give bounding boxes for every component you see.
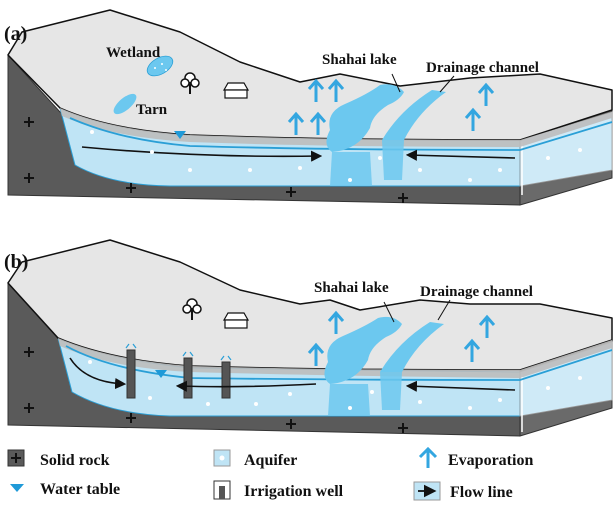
house-icon-b <box>222 312 250 329</box>
legend-evaporation-label: Evaporation <box>448 452 533 469</box>
shahai-lake-label: Shahai lake <box>322 52 397 68</box>
shahai-lake-shape <box>326 84 404 152</box>
tarn-shape <box>113 93 137 115</box>
flow-line-right-b <box>405 380 516 392</box>
water-table-line <box>69 117 613 151</box>
water-table-marker <box>174 131 186 139</box>
house-icon <box>222 82 250 99</box>
shahai-lake-label-b: Shahai lake <box>314 280 389 296</box>
legend-aquifer: Aquifer <box>213 449 297 469</box>
soil-band-b <box>58 338 612 378</box>
lake-leader-line <box>391 73 401 93</box>
flow-line-left-b <box>69 357 127 390</box>
legend-flow-line-label: Flow line <box>450 484 513 501</box>
triangle-down-icon <box>10 484 24 492</box>
tree-icon <box>180 72 200 94</box>
evaporation-arrows-b <box>307 310 496 366</box>
evaporation-arrows <box>287 78 495 135</box>
flow-line-left <box>81 146 323 162</box>
drainage-channel-shape-b <box>380 322 444 372</box>
legend-water-table-label: Water table <box>40 481 120 498</box>
legend-aquifer-label: Aquifer <box>244 452 297 469</box>
drainage-channel-shape <box>382 90 446 140</box>
rock-plus-signs <box>24 117 408 203</box>
legend-solid-rock-label: Solid rock <box>40 452 110 469</box>
legend-irrigation-well-label: Irrigation well <box>244 483 344 500</box>
flow-line-middle-b <box>175 380 317 392</box>
legend-irrigation-well: Irrigation well <box>213 480 344 500</box>
irrigation-well-3 <box>221 361 231 399</box>
aquifer-side <box>519 111 613 187</box>
legend-water-table: Water table <box>10 481 120 498</box>
tarn-label: Tarn <box>136 102 168 118</box>
tree-icon-b <box>182 298 202 320</box>
up-arrow-icon <box>418 446 438 468</box>
drainage-channel-label-b: Drainage channel <box>420 284 533 300</box>
drainage-channel-label: Drainage channel <box>426 60 539 76</box>
water-table-marker-b <box>155 370 167 378</box>
irrigation-well-1 <box>126 349 136 399</box>
rock-plus-signs-b <box>24 347 408 433</box>
flow-line-right <box>405 149 516 161</box>
wetland-shape <box>146 55 174 77</box>
soil-band <box>60 108 612 147</box>
panel-b: (b) Shahai lake Drainage channel <box>4 239 613 437</box>
panel-b-label: (b) <box>4 251 28 273</box>
panel-a: (a) Wetland Tarn Shahai lake Drainage ch… <box>4 9 613 206</box>
shahai-lake-shape-b <box>324 316 402 384</box>
channel-leader-line <box>439 75 455 93</box>
aquifer-dots <box>90 130 582 182</box>
irrigation-wells <box>125 343 232 399</box>
water-table-line-b <box>65 345 613 381</box>
legend: Solid rock Aquifer Evaporation Water tab… <box>7 446 533 501</box>
legend-solid-rock: Solid rock <box>7 449 110 469</box>
lake-leader-line-b <box>383 301 395 323</box>
wetland-label: Wetland <box>106 45 161 61</box>
legend-flow-line: Flow line <box>413 481 513 501</box>
panel-a-label: (a) <box>4 23 27 45</box>
legend-evaporation: Evaporation <box>418 446 533 469</box>
channel-leader-line-b <box>437 299 451 321</box>
aquifer-dots-b <box>88 360 582 410</box>
irrigation-well-2 <box>183 357 193 399</box>
